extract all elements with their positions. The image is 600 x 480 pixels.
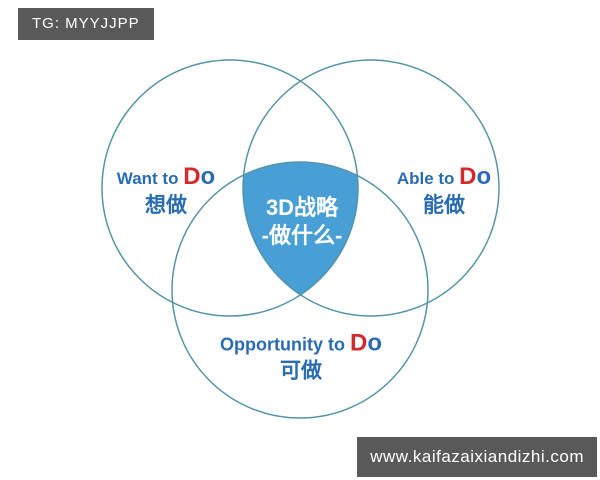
label-opportunity-to-do: Opportunity to Do 可做	[220, 329, 382, 386]
website-badge: www.kaifazaixiandizhi.com	[357, 437, 597, 477]
circle-want	[101, 59, 359, 317]
label-opportunity-zh: 可做	[280, 359, 322, 383]
label-want-d: D	[183, 163, 201, 190]
label-able-en-pre: Able to	[396, 169, 460, 188]
label-opportunity-d: D	[349, 329, 368, 357]
label-opportunity-en-pre: Opportunity to	[220, 334, 350, 355]
center-label: 3D战略 -做什么-	[262, 194, 343, 250]
label-want-en-pre: Want to	[116, 169, 184, 188]
center-intersection-region	[243, 162, 358, 316]
telegram-badge: TG: MYYJJPP	[18, 8, 154, 40]
label-able-en: Able to Do	[397, 164, 491, 192]
label-able-zh: 能做	[422, 194, 465, 217]
label-want-to-do: Want to Do 想做	[117, 164, 215, 220]
label-able-o: o	[476, 163, 492, 190]
label-want-zh: 想做	[144, 194, 187, 217]
label-able-to-do: Able to Do 能做	[397, 164, 491, 220]
circle-opportunity	[171, 161, 429, 419]
label-able-d: D	[459, 163, 477, 190]
label-want-en: Want to Do	[117, 164, 215, 192]
label-opportunity-o: o	[367, 329, 382, 357]
center-label-line1: 3D战略	[265, 195, 339, 220]
label-want-o: o	[200, 163, 216, 190]
circle-able	[242, 59, 500, 317]
label-opportunity-en: Opportunity to Do	[220, 329, 382, 358]
center-label-line2: -做什么-	[261, 223, 343, 248]
